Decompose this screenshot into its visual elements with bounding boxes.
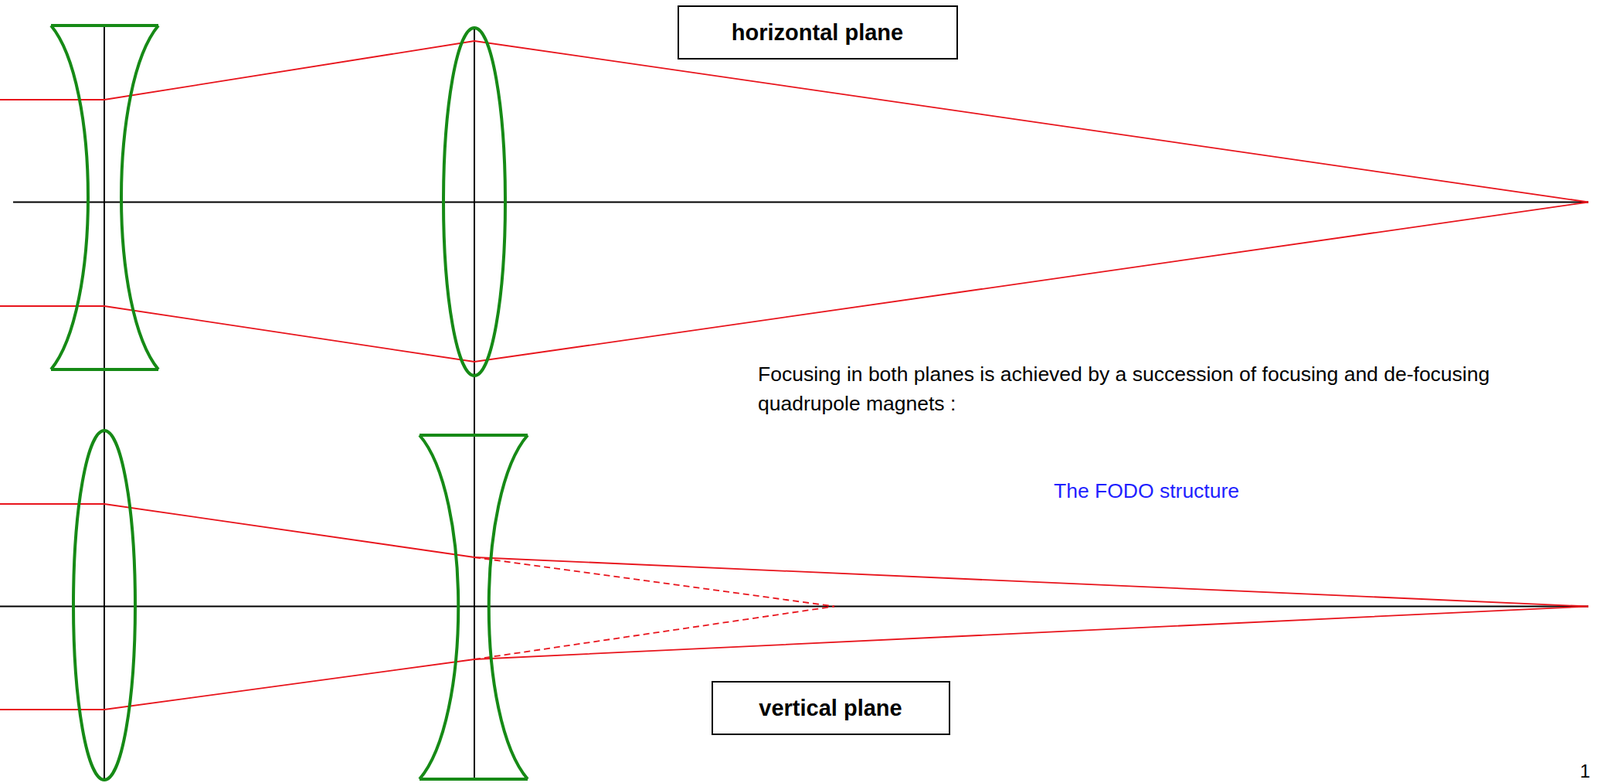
structure-name: The FODO structure [1053, 476, 1441, 507]
plane-title: vertical plane [758, 695, 902, 721]
ray [0, 40, 1589, 203]
defocusing-lens [419, 434, 528, 779]
focusing-lens [443, 27, 506, 376]
ray [0, 202, 1589, 363]
virtual-ray [474, 557, 835, 607]
defocusing-lens [50, 25, 159, 370]
lens-plane-line [103, 25, 106, 780]
description-note: Focusing in both planes is achieved by a… [757, 360, 1539, 418]
plane-title: horizontal plane [731, 20, 904, 46]
optical-axis [0, 605, 1589, 608]
ray [0, 503, 1589, 607]
plane-title-box: vertical plane [711, 680, 951, 735]
lens-plane-line [473, 27, 476, 780]
optical-axis [13, 201, 1589, 204]
page-number: 1 [1579, 757, 1597, 783]
virtual-ray [474, 606, 835, 660]
plane-title-box: horizontal plane [677, 5, 958, 60]
focusing-lens [73, 430, 136, 780]
